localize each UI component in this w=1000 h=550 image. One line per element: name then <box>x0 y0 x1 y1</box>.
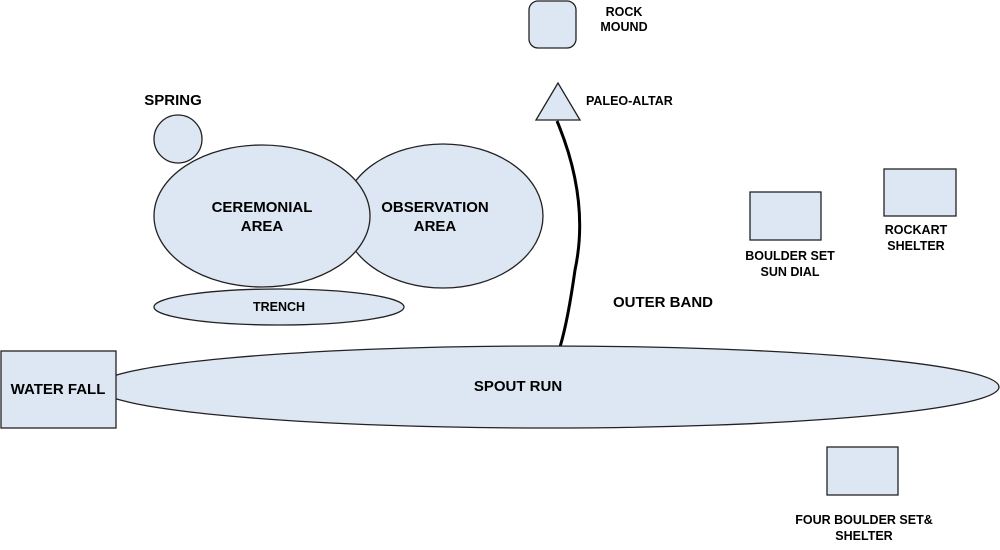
boulder-set-sun-dial-label-line2: SUN DIAL <box>760 265 819 279</box>
spring-circle <box>153 114 203 164</box>
rock-mound-label-line1: ROCK <box>606 5 643 19</box>
rockart-shelter-label-line2: SHELTER <box>887 239 944 253</box>
ceremonial-area-ellipse <box>153 144 371 288</box>
boulder-set-sun-dial-label-line1: BOULDER SET <box>745 249 835 263</box>
spout-run-label: SPOUT RUN <box>474 378 562 395</box>
paleo-altar-label: PALEO-ALTAR <box>586 94 673 108</box>
water-fall-label: WATER FALL <box>11 381 106 398</box>
observation-area-label-line1: OBSERVATION <box>381 199 489 216</box>
paleo-altar-triangle <box>534 81 582 121</box>
four-boulder-set-shelter-label-line2: SHELTER <box>835 529 892 543</box>
rock-mound-label-line2: MOUND <box>600 20 647 34</box>
observation-area-label-line2: AREA <box>414 218 457 235</box>
water-fall-box <box>0 350 117 429</box>
trench-label: TRENCH <box>253 300 305 314</box>
four-boulder-set-shelter-label-line1: FOUR BOULDER SET& <box>795 513 933 527</box>
rock-mound-shape <box>528 0 577 49</box>
ceremonial-area-label-line2: AREA <box>241 218 284 235</box>
trench-ellipse <box>153 288 405 326</box>
ceremonial-area-label-line1: CEREMONIAL <box>212 199 313 216</box>
outer-band-label: OUTER BAND <box>613 294 713 311</box>
altar-path-line <box>555 120 582 348</box>
spring-label: SPRING <box>144 92 202 109</box>
rockart-shelter-label-line1: ROCKART <box>885 223 948 237</box>
boulder-set-sun-dial-box <box>749 191 822 241</box>
four-boulder-set-shelter-box <box>826 446 899 496</box>
rockart-shelter-box <box>883 168 957 217</box>
observation-area-ellipse <box>342 143 544 289</box>
